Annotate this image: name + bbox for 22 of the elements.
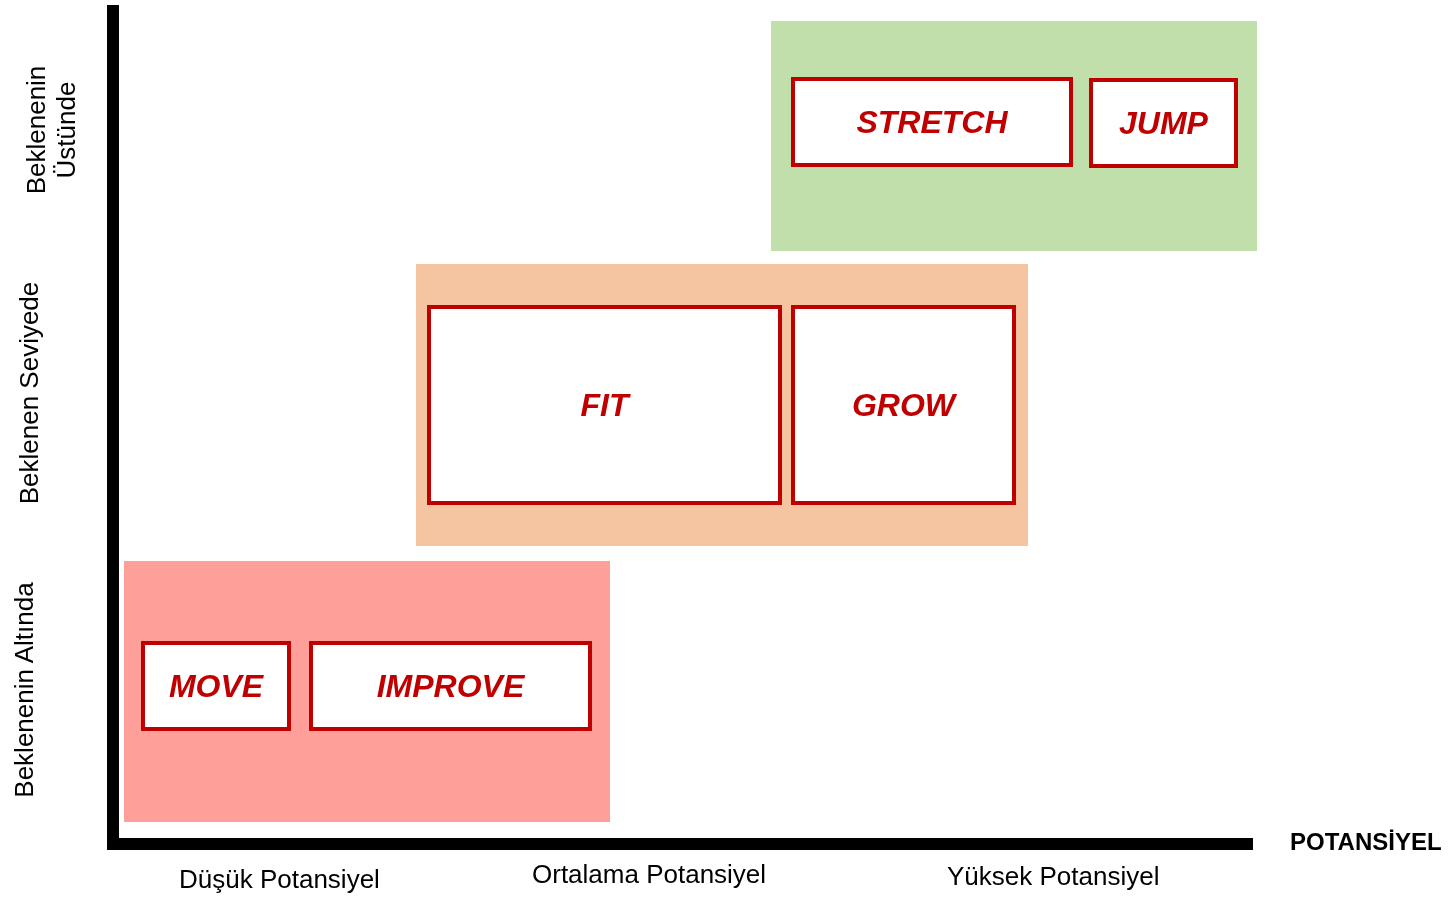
- category-label: MOVE: [168, 667, 264, 705]
- category-box: [791, 77, 1073, 167]
- category-label: IMPROVE: [376, 667, 525, 705]
- category-box: [791, 305, 1016, 505]
- category-box: [427, 305, 782, 505]
- axis-tick-label: Ortalama Potansiyel: [532, 859, 767, 890]
- category-label: GROW: [851, 386, 956, 424]
- category-label: JUMP: [1119, 104, 1208, 142]
- performance-band: [124, 561, 610, 822]
- performance-band: [416, 264, 1028, 546]
- axis-label: Beklenenin Altında: [10, 582, 40, 798]
- axis-tick-label: Yüksek Potansiyel: [947, 861, 1160, 892]
- axis-tick-label: Düşük Potansiyel: [179, 864, 380, 895]
- axis-title: POTANSİYEL: [1290, 828, 1442, 856]
- category-box: [309, 641, 592, 731]
- category-box: [141, 641, 291, 731]
- category-label: STRETCH: [856, 103, 1008, 141]
- category-box: [1089, 78, 1238, 168]
- axis-label: Beklenen Seviyede: [15, 281, 45, 505]
- category-label: FIT: [580, 386, 629, 424]
- axis-label: Beklenenin Üstünde: [22, 64, 82, 197]
- performance-band: [771, 21, 1257, 251]
